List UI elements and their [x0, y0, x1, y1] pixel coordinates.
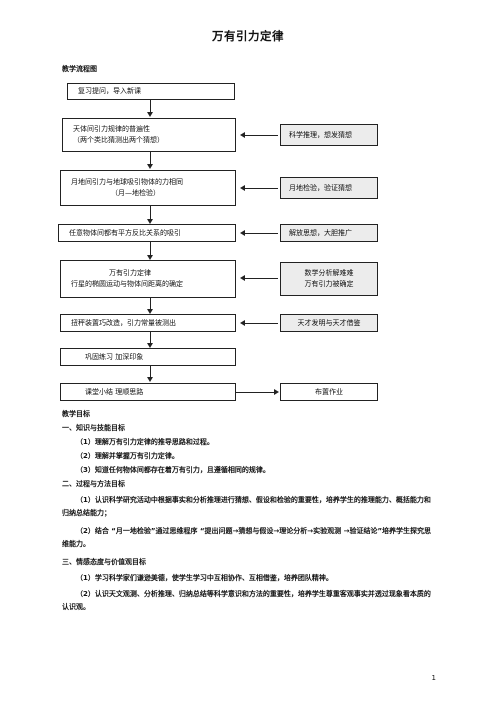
- arrow-down-icon: [147, 219, 153, 224]
- flow-step-inverse-square: 任意物体间都有平方反比关系的吸引: [58, 224, 236, 242]
- side-note-reasoning: 科学推理，想发猜想: [280, 124, 378, 146]
- flow-step-moon-earth: 月地间引力与地球吸引物体的力相同 （月—地检验）: [60, 170, 236, 206]
- flow-step-torsion: 扭秤装置巧改造，引力常量被测出: [60, 314, 236, 332]
- side-note-math: 数学分析解难难 万有引力被确定: [280, 262, 378, 296]
- arrow-left-icon: [240, 320, 245, 326]
- goals-section-2-title: 二、过程与方法目标: [62, 480, 125, 488]
- arrow-down-icon: [147, 112, 153, 117]
- arrow-left-icon: [240, 185, 245, 191]
- goals-item: （2）认识天文观测、分析推理、归纳总结等科学意识和方法的重要性，培养学生尊重客观…: [62, 590, 431, 611]
- page-number: 1: [431, 674, 436, 682]
- arrow-right-icon: [274, 389, 279, 395]
- goals-item: （1）学习科学家们谦逊美德，使学生学习中互相协作、互相借鉴，培养团队精神。: [76, 574, 333, 582]
- side-note-verification: 月地检验，验证猜想: [280, 177, 378, 199]
- goals-item: （2）理解并掌握万有引力定律。: [76, 452, 179, 460]
- goals-item: （1）认识科学研究活动中根据事实和分析推理进行猜想、假设和检验的重要性，培养学生…: [62, 496, 431, 517]
- page-title: 万有引力定律: [212, 29, 284, 43]
- goals-heading: 教学目标: [62, 410, 90, 418]
- flow-step-universality: 天体间引力规律的普遍性 （两个类比猜测出两个猜想）: [62, 118, 236, 152]
- arrow-left-icon: [240, 132, 245, 138]
- flow-step-review: 复习提问，导入新课: [67, 83, 235, 100]
- goals-section-3-title: 三、情感态度与价值观目标: [62, 558, 146, 566]
- side-note-generalize: 解放思想，大胆推广: [280, 224, 378, 242]
- goals-item: （1）理解万有引力定律的推导思路和过程。: [76, 438, 214, 446]
- arrow-left-icon: [240, 230, 245, 236]
- arrow-left-icon: [240, 275, 245, 281]
- arrow-down-icon: [147, 164, 153, 169]
- arrow-down-icon: [147, 343, 153, 348]
- arrow-down-icon: [147, 309, 153, 314]
- flow-step-summary: 课堂小结 理顺思路: [60, 383, 236, 401]
- flow-heading: 教学流程图: [62, 65, 97, 73]
- flow-step-practice: 巩固练习 加深印象: [60, 348, 236, 366]
- goals-item: （3）知道任何物体间都存在着万有引力，且遵循相同的规律。: [76, 466, 270, 474]
- goals-section-1-title: 一、知识与技能目标: [62, 424, 125, 432]
- arrow-down-icon: [147, 377, 153, 382]
- arrow-down-icon: [147, 255, 153, 260]
- goals-item: （2）结合 “月一地检验”通过思维程序 “提出问题→猜想与假设→理论分析→实验观…: [62, 527, 432, 548]
- side-note-genius: 天才发明与天才借鉴: [280, 314, 378, 332]
- side-note-homework: 布置作业: [280, 383, 378, 401]
- flow-step-law: 万有引力定律 行星的椭圆运动与物体间距离的确定: [60, 260, 236, 298]
